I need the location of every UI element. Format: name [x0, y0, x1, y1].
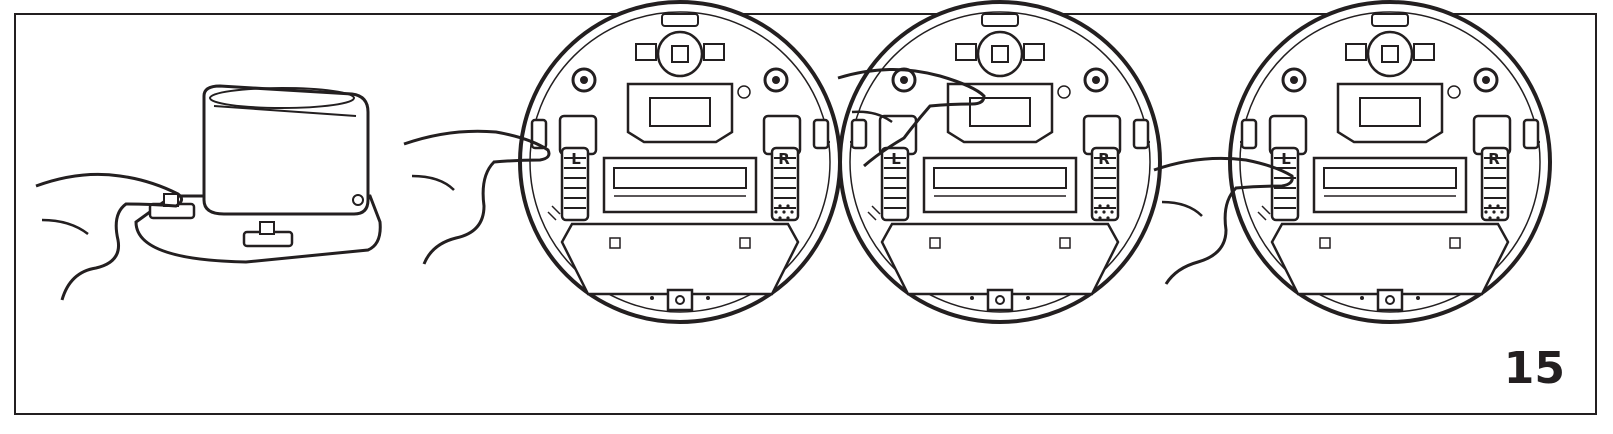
- left-wheel-label: L: [571, 150, 581, 168]
- right-wheel-label: R: [778, 150, 790, 168]
- hand-icon: [1153, 156, 1294, 285]
- right-wheel-label: R: [1488, 150, 1500, 168]
- robot-underside-icon: L R: [518, 0, 842, 324]
- hand-icon: [35, 172, 183, 301]
- right-wheel-label: R: [1098, 150, 1110, 168]
- left-wheel-label: L: [891, 150, 901, 168]
- hand-icon: [403, 129, 551, 265]
- robot-underside-icon: L R: [1228, 0, 1552, 324]
- left-wheel-label: L: [1281, 150, 1291, 168]
- charging-dock-icon: [134, 84, 382, 264]
- hand-icon: [837, 67, 986, 168]
- page-number: 15: [1503, 343, 1565, 394]
- robot-underside-icon: L R: [838, 0, 1162, 324]
